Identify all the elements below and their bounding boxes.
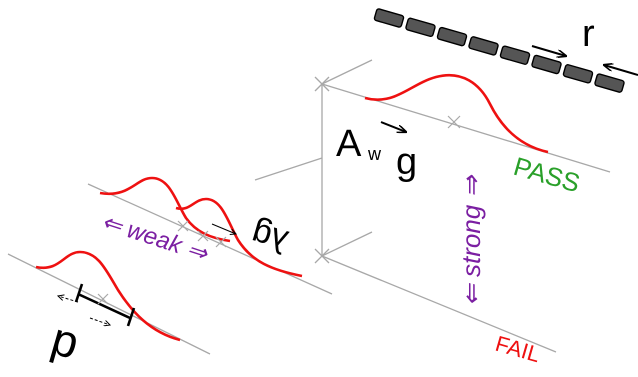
d-dashed-arrow-left (58, 296, 79, 303)
strong-annotation: ⇐ strong ⇒ (456, 175, 486, 306)
chain-segment (531, 54, 562, 75)
chain-segment (405, 17, 436, 38)
lambda-offset-arrow (211, 223, 236, 234)
r-arrow-right (531, 45, 566, 56)
d-width-bar (74, 283, 136, 327)
pass-axis-tick (447, 115, 461, 129)
pass-label: PASS (510, 151, 583, 198)
fail-label: FAIL (493, 331, 543, 368)
chain-segment (373, 8, 405, 28)
d-axis (7, 253, 211, 355)
weak-annotation: ⇐ weak ⇒ (98, 208, 211, 268)
pass-distribution-curve (364, 73, 549, 154)
chain-segment (562, 64, 594, 84)
chain-segment (594, 73, 625, 93)
polymer-chain (373, 8, 625, 93)
vector-arrow (380, 121, 406, 132)
lambda-g-label: λg (247, 214, 292, 260)
pass-axis (321, 83, 611, 173)
vector-a-label: A (336, 123, 362, 165)
d-dashed-arrow-right (89, 317, 110, 325)
weak-axis (87, 183, 333, 295)
weak-curve-2 (175, 197, 303, 278)
vector-g-label: g (396, 141, 417, 183)
d-label: d (44, 319, 83, 376)
r-arrow-left (604, 65, 638, 76)
r-label: r (582, 13, 595, 55)
d-axis-ticks (97, 293, 109, 305)
vector-w-label: w (367, 144, 382, 164)
fail-axis (321, 255, 557, 353)
d-distribution-curve (35, 250, 181, 342)
chain-segment (468, 36, 499, 56)
chain-segment (499, 45, 531, 65)
weak-axis-ticks (177, 220, 227, 248)
chain-segment (436, 26, 468, 47)
weak-curve-1 (99, 176, 231, 243)
